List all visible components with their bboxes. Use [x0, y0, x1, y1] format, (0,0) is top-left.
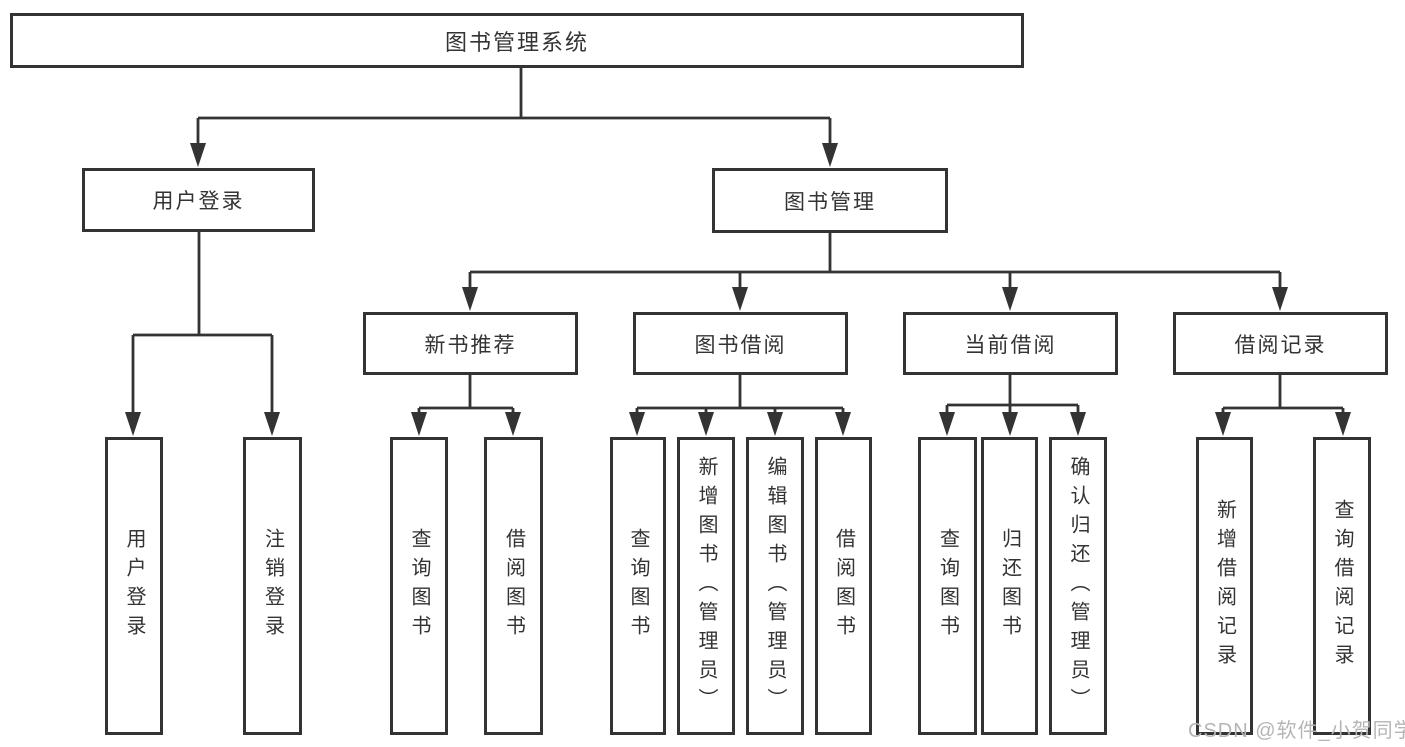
connector-borrowing-records: [1221, 375, 1345, 414]
leaf-query-borrow-record: 查询借阅记录: [1313, 437, 1371, 735]
arrowhead-icon: [264, 412, 280, 436]
leaf-add-books-admin: 新增图书（管理员）: [677, 437, 735, 735]
leaf-query-books-current-label: 查询图书: [936, 528, 959, 644]
arrowhead-icon: [462, 287, 478, 311]
arrowhead-icon: [1002, 287, 1018, 311]
node-book-management-label: 图书管理: [784, 190, 876, 214]
arrowhead-icon: [767, 412, 783, 436]
leaf-return-books: 归还图书: [981, 437, 1038, 735]
leaf-query-books-borrowing-label: 查询图书: [627, 528, 649, 644]
leaf-query-books-borrowing: 查询图书: [610, 437, 666, 735]
leaf-confirm-return-admin-label: 确认归还（管理员）: [1067, 455, 1089, 717]
arrowhead-icon: [1070, 412, 1086, 436]
arrowhead-icon: [1272, 287, 1288, 311]
leaf-logout: 注销登录: [243, 437, 302, 735]
node-borrowing-records: 借阅记录: [1173, 312, 1388, 375]
connector-book-borrowing: [635, 375, 845, 414]
connector-root: [196, 68, 832, 146]
arrowhead-icon: [822, 143, 838, 167]
leaf-add-borrow-record-label: 新增借阅记录: [1213, 499, 1236, 673]
arrowhead-icon: [1335, 412, 1351, 436]
leaf-add-borrow-record: 新增借阅记录: [1196, 437, 1253, 735]
arrowhead-icon: [1215, 412, 1231, 436]
arrowhead-icon: [835, 412, 851, 436]
connector-paths: [131, 68, 1345, 414]
leaf-borrow-books-label: 借阅图书: [832, 528, 855, 644]
leaf-borrow-books-recommend-label: 借阅图书: [502, 528, 525, 644]
leaf-query-books-recommend-label: 查询图书: [408, 528, 430, 644]
leaf-edit-books-admin: 编辑图书（管理员）: [746, 437, 804, 735]
leaf-edit-books-admin-label: 编辑图书（管理员）: [764, 455, 786, 717]
node-root-label: 图书管理系统: [444, 29, 589, 55]
connector-current-borrowing: [945, 375, 1080, 414]
leaf-query-books-current: 查询图书: [918, 437, 977, 735]
node-current-borrowing-label: 当前借阅: [964, 333, 1057, 357]
leaf-add-books-admin-label: 新增图书（管理员）: [695, 455, 717, 717]
arrowhead-icon: [411, 412, 427, 436]
connector-book-management: [468, 233, 1282, 288]
node-root: 图书管理系统: [10, 13, 1024, 68]
node-current-borrowing: 当前借阅: [903, 312, 1118, 375]
connector-user-login: [131, 232, 274, 414]
arrowheads: [125, 143, 1351, 436]
arrowhead-icon: [505, 412, 521, 436]
node-new-book-recommend-label: 新书推荐: [424, 333, 517, 357]
arrowhead-icon: [1002, 412, 1018, 436]
leaf-borrow-books-recommend: 借阅图书: [484, 437, 543, 735]
arrowhead-icon: [125, 412, 141, 436]
node-book-management: 图书管理: [712, 168, 948, 233]
leaf-confirm-return-admin: 确认归还（管理员）: [1049, 437, 1107, 735]
arrowhead-icon: [698, 412, 714, 436]
leaf-logout-label: 注销登录: [261, 528, 284, 644]
leaf-return-books-label: 归还图书: [998, 528, 1021, 644]
leaf-query-borrow-record-label: 查询借阅记录: [1331, 499, 1353, 673]
arrowhead-icon: [939, 412, 955, 436]
node-user-login: 用户登录: [82, 168, 315, 232]
leaf-user-login-label: 用户登录: [123, 528, 145, 644]
leaf-borrow-books: 借阅图书: [815, 437, 872, 735]
node-book-borrowing: 图书借阅: [633, 312, 848, 375]
node-user-login-label: 用户登录: [152, 190, 245, 213]
node-new-book-recommend: 新书推荐: [363, 312, 578, 375]
node-borrowing-records-label: 借阅记录: [1234, 333, 1327, 357]
node-book-borrowing-label: 图书借阅: [694, 333, 787, 357]
connector-new-book-recommend: [417, 375, 515, 414]
arrowhead-icon: [190, 143, 206, 167]
leaf-query-books-recommend: 查询图书: [390, 437, 448, 735]
watermark: CSDN @软件_小贺同学: [1188, 720, 1405, 742]
arrowhead-icon: [732, 287, 748, 311]
leaf-user-login: 用户登录: [105, 437, 163, 735]
arrowhead-icon: [629, 412, 645, 436]
